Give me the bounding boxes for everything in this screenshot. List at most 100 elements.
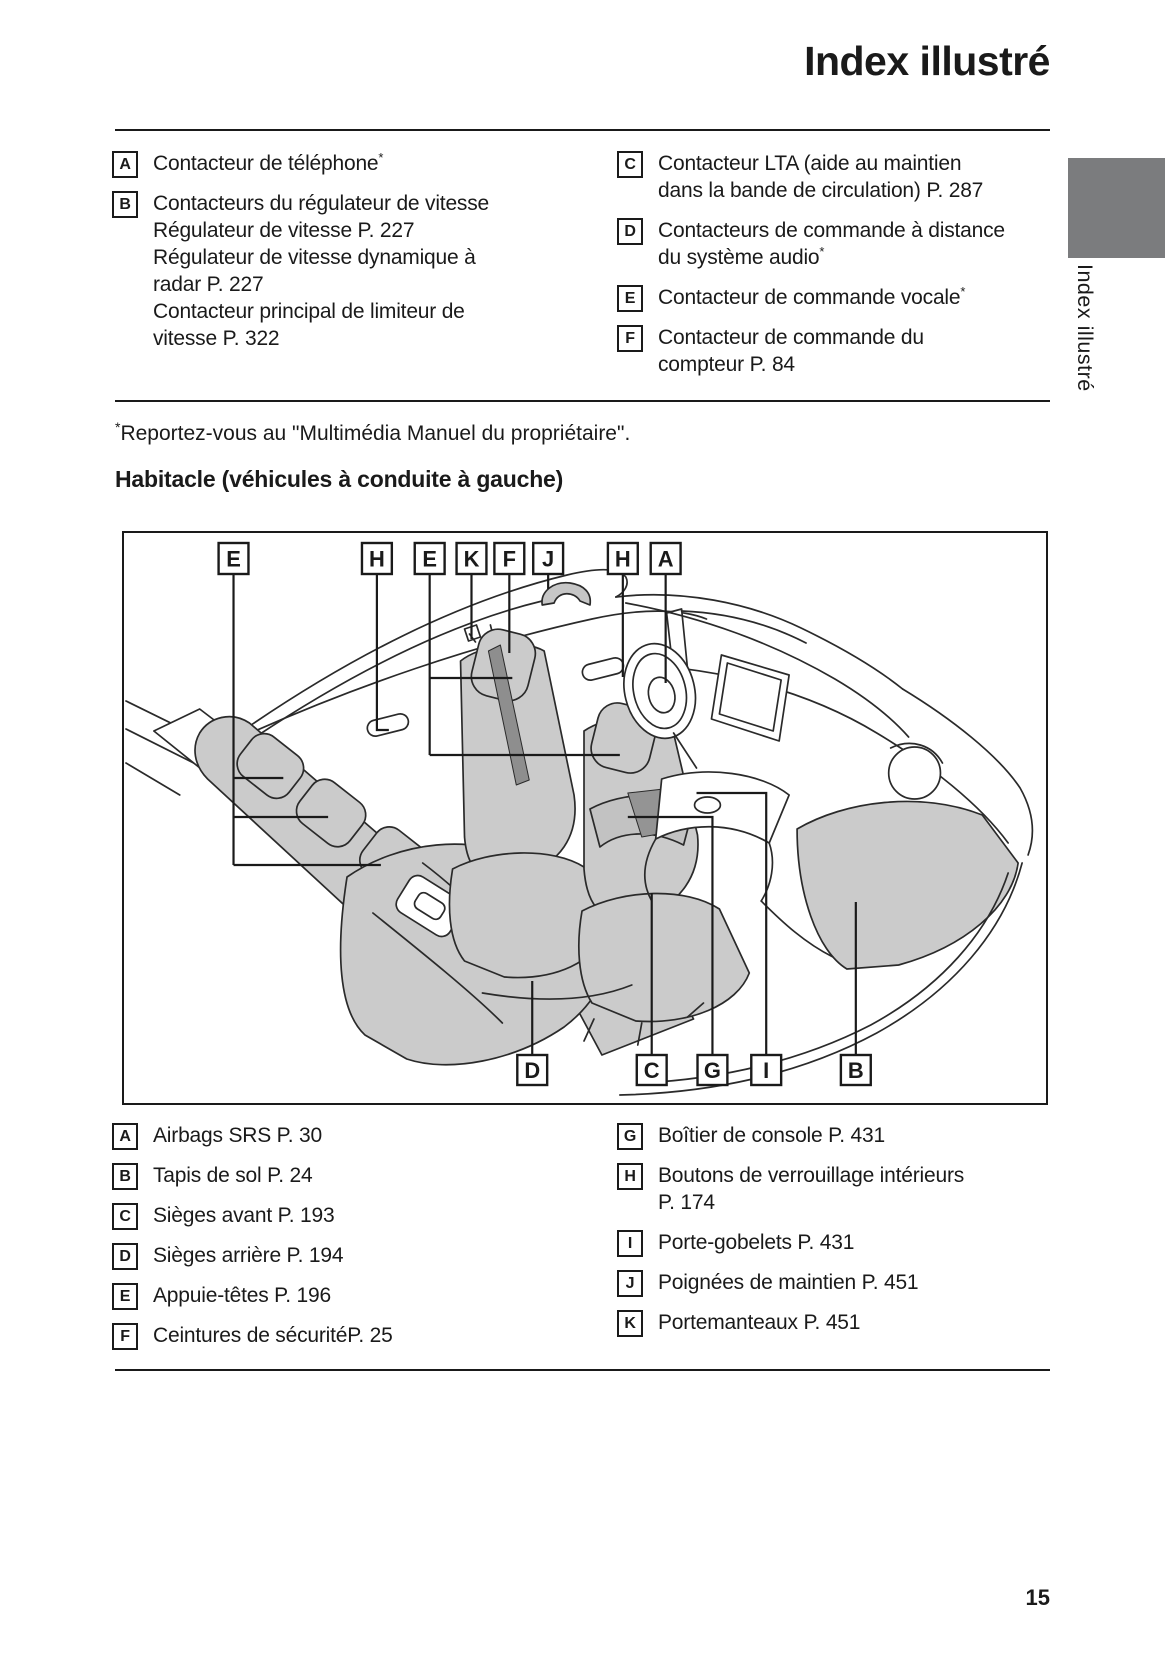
cup-holder	[693, 796, 722, 814]
svg-text:G: G	[704, 1058, 721, 1083]
console-sides	[643, 838, 774, 902]
footnote-star-marker: *	[115, 419, 121, 435]
divider-rule-bottom	[115, 1369, 1050, 1371]
item-text-line: Sièges arrière P. 194	[153, 1244, 344, 1267]
rear-headrest-1	[236, 732, 305, 800]
chapter-tab	[1068, 158, 1165, 258]
steering-column	[672, 732, 698, 769]
chapter-tab-label: Index illustré	[1073, 264, 1097, 392]
item-text-line: Boutons de verrouillage intérieurs	[658, 1164, 965, 1187]
item-letter-chip: A	[112, 1123, 138, 1150]
divider-rule-top	[115, 129, 1050, 131]
svg-text:B: B	[848, 1058, 864, 1083]
item-text-line: radar P. 227	[153, 273, 264, 296]
index-item-A: A Contacteur de téléphone*	[112, 150, 592, 178]
illustration-label-J: J	[532, 541, 565, 576]
item-text-line: Régulateur de vitesse dynamique à	[153, 246, 476, 269]
item-text-line: Airbags SRS P. 30	[153, 1124, 322, 1147]
page-number: 15	[1025, 1585, 1050, 1610]
illustration-label-C: C	[635, 1053, 668, 1087]
item-letter-chip: K	[617, 1310, 643, 1337]
item-letter-chip: C	[617, 151, 643, 178]
seat-seam	[372, 912, 504, 1024]
seat-rails	[583, 1002, 705, 1046]
item-text-line: Appuie-têtes P. 196	[153, 1284, 331, 1307]
door-sill-outer	[619, 862, 1023, 1096]
svg-text:D: D	[524, 1058, 540, 1083]
item-text-line: vitesse P. 322	[153, 327, 280, 350]
front-floor-mat	[796, 800, 1019, 970]
item-text-line: Porte-gobelets P. 431	[658, 1231, 855, 1254]
seat-belt-left	[487, 644, 530, 786]
index-item-J: J Poignées de maintien P. 451	[617, 1269, 1077, 1297]
item-letter-chip: E	[617, 285, 643, 312]
svg-text:J: J	[542, 546, 554, 571]
item-letter-chip: D	[112, 1243, 138, 1270]
multimedia-screen	[710, 654, 790, 742]
rear-door-pull	[413, 891, 446, 921]
illustration-label-H: H	[360, 541, 394, 576]
item-text-line: Contacteur de téléphone*	[153, 150, 384, 175]
item-text-line: Poignées de maintien P. 451	[658, 1271, 919, 1294]
illustration-label-E: E	[217, 541, 250, 576]
item-letter-chip: F	[112, 1323, 138, 1350]
steering-wheel-inner	[632, 652, 688, 730]
item-text-line: Portemanteaux P. 451	[658, 1311, 861, 1334]
item-letter-chip: J	[617, 1270, 643, 1297]
index-item-I: I Porte-gobelets P. 431	[617, 1229, 1077, 1257]
item-text-line: Sièges avant P. 193	[153, 1204, 335, 1227]
item-letter-chip: D	[617, 218, 643, 245]
index-item-C: C Contacteur LTA (aide au maintien dans la…	[617, 150, 1062, 204]
item-letter-chip: A	[112, 151, 138, 178]
section-heading: Habitacle (véhicules à conduite à gauche…	[115, 466, 564, 492]
front-door-handle	[581, 657, 625, 681]
controls-index-right-column: C Contacteur LTA (aide au maintien dans la…	[617, 150, 1062, 391]
item-text-line: du système audio*	[658, 244, 825, 269]
index-item-E: E Appuie-têtes P. 196	[112, 1282, 592, 1310]
item-letter-chip: E	[112, 1283, 138, 1310]
item-text-line: dans la bande de circulation) P. 287	[658, 179, 984, 202]
item-text-line: Contacteurs du régulateur de vitesse	[153, 192, 489, 215]
windshield-header	[615, 593, 904, 690]
item-letter-chip: I	[617, 1230, 643, 1257]
svg-text:F: F	[503, 546, 516, 571]
windshield-base	[624, 602, 910, 738]
illustration-label-D: D	[516, 1053, 549, 1087]
item-text-line: P. 174	[658, 1191, 715, 1214]
item-text-line: Régulateur de vitesse P. 227	[153, 219, 415, 242]
illustration-label-G: G	[696, 1053, 729, 1087]
roof-edge	[218, 568, 628, 748]
floor-lines	[481, 900, 834, 1000]
grab-handle	[541, 581, 592, 606]
illustration-label-I: I	[750, 1053, 783, 1087]
item-text-line: Tapis de sol P. 24	[153, 1164, 313, 1187]
item-text-line: Contacteurs de commande à distance	[658, 219, 1005, 242]
item-text-line: Contacteur LTA (aide au maintien	[658, 152, 962, 175]
svg-text:C: C	[644, 1058, 660, 1083]
illustration-label-A: A	[649, 541, 682, 576]
item-text-line: Contacteur de commande du	[658, 326, 924, 349]
illustration-label-K: K	[455, 541, 488, 576]
rear-door-handle	[366, 713, 410, 737]
fender-line	[889, 742, 944, 764]
item-letter-chip: C	[112, 1203, 138, 1230]
svg-text:E: E	[226, 546, 241, 571]
svg-text:E: E	[422, 546, 437, 571]
illustration-label-F: F	[493, 541, 526, 576]
front-seat-cushion-right	[578, 892, 751, 1023]
svg-text:H: H	[369, 546, 385, 571]
rear-headrest-2	[295, 778, 367, 848]
divider-rule-middle	[115, 400, 1050, 402]
leader-lines	[232, 574, 857, 1057]
